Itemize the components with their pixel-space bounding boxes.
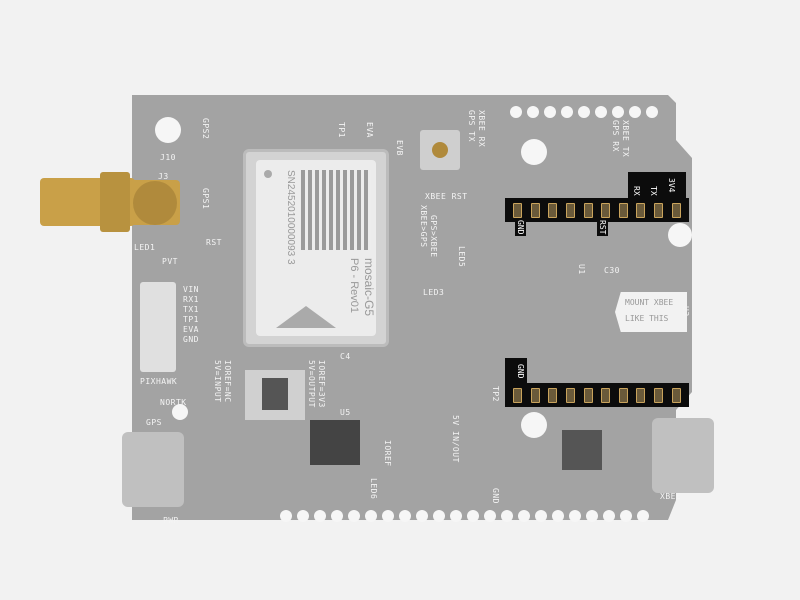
usb-c-port-xbee bbox=[652, 418, 714, 493]
silk-gps1: GPS1 bbox=[201, 188, 210, 210]
module-brand: mosaic-G5 bbox=[362, 258, 376, 317]
bottom-pin-row bbox=[280, 510, 649, 522]
mount-note-line2: LIKE THIS bbox=[625, 314, 669, 323]
silk-ioref-nc: IOREF=NC bbox=[223, 360, 232, 403]
mount-note-line1: MOUNT XBEE bbox=[625, 298, 674, 307]
module-serial: SN2452010000093 3 bbox=[285, 170, 296, 265]
silk-pixhawk: PIXHAWK bbox=[140, 377, 178, 386]
silk-xbee: XBEE bbox=[660, 492, 682, 501]
usb-c-port-gps bbox=[122, 432, 184, 507]
silk-gnd: GND bbox=[491, 488, 500, 504]
silk-led3: LED3 bbox=[423, 288, 445, 297]
top-header[interactable] bbox=[505, 198, 689, 222]
silk-gps-tx: GPS TX bbox=[467, 110, 476, 142]
silk-c4: C4 bbox=[340, 352, 351, 361]
pin-label-gnd: GND bbox=[515, 218, 526, 237]
gnss-module: mosaic-G5 P6 - Rev01 SN2452010000093 3 bbox=[243, 149, 389, 347]
silk-u5: U5 bbox=[340, 408, 351, 417]
silk-eva: EVA bbox=[365, 122, 374, 138]
silk-u1: U1 bbox=[577, 264, 586, 275]
pin-label-list: VIN RX1 TX1 TP1 EVA GND bbox=[183, 285, 199, 345]
silk-j3: J3 bbox=[158, 172, 169, 181]
silk-xbee-rx: XBEE RX bbox=[477, 110, 486, 148]
silk-vin: VIN bbox=[183, 285, 199, 294]
silk-xbee-gps: XBEE>GPS bbox=[419, 205, 428, 248]
silk-j10: J10 bbox=[160, 153, 176, 162]
silk-gps: GPS bbox=[146, 418, 162, 427]
silk-rx1: RX1 bbox=[183, 295, 199, 304]
silk-tp1-pin: TP1 bbox=[183, 315, 199, 324]
silk-ioref: IOREF bbox=[383, 440, 392, 467]
top-pin-row bbox=[510, 106, 658, 118]
pin-label-rst: RST bbox=[597, 218, 608, 237]
silk-nortk: NORTK bbox=[160, 398, 187, 407]
silk-eva-pin: EVA bbox=[183, 325, 199, 334]
silk-led5: LED5 bbox=[457, 246, 466, 268]
silk-evb: EVB bbox=[395, 140, 404, 156]
mount-xbee-note: MOUNT XBEE LIKE THIS bbox=[615, 292, 687, 332]
pin-label-rx: RX bbox=[631, 184, 642, 198]
datamatrix-code bbox=[301, 170, 371, 250]
silk-5v-inout: 5V IN/OUT bbox=[451, 415, 460, 463]
silk-gnd-pin: GND bbox=[183, 335, 199, 344]
silk-tp2: TP2 bbox=[491, 386, 500, 402]
pin-label-3v4: 3V4 bbox=[666, 176, 677, 195]
silk-gps-rx: GPS RX bbox=[611, 120, 620, 152]
silk-u3: U3 bbox=[681, 306, 690, 317]
silk-led1: LED1 bbox=[134, 243, 156, 252]
silk-gps2: GPS2 bbox=[201, 118, 210, 140]
bottom-header[interactable] bbox=[505, 383, 689, 407]
silk-gps-xbee: GPS>XBEE bbox=[429, 215, 438, 258]
silk-5v-output: 5V=OUTPUT bbox=[307, 360, 316, 408]
silk-xbee-tx: XBEE TX bbox=[621, 120, 630, 158]
silk-5v-input: 5V=INPUT bbox=[213, 360, 222, 403]
pin1-dot bbox=[264, 170, 272, 178]
silk-pvt: PVT bbox=[162, 257, 178, 266]
silk-ioref-3v3: IOREF=3V3 bbox=[317, 360, 326, 408]
silk-tp1: TP1 bbox=[337, 122, 346, 138]
module-revision: P6 - Rev01 bbox=[348, 258, 360, 314]
silk-tx1: TX1 bbox=[183, 305, 199, 314]
silk-pwr: PWR bbox=[163, 516, 179, 525]
septentrio-logo-icon bbox=[276, 306, 336, 328]
silk-led6: LED6 bbox=[369, 478, 378, 500]
silk-c30: C30 bbox=[604, 266, 620, 275]
silk-rst: RST bbox=[206, 238, 222, 247]
silk-xbee-rst: XBEE RST bbox=[425, 192, 468, 201]
pin-label-tx: TX bbox=[648, 184, 659, 198]
pin-label-gnd-bottom: GND bbox=[515, 362, 526, 381]
